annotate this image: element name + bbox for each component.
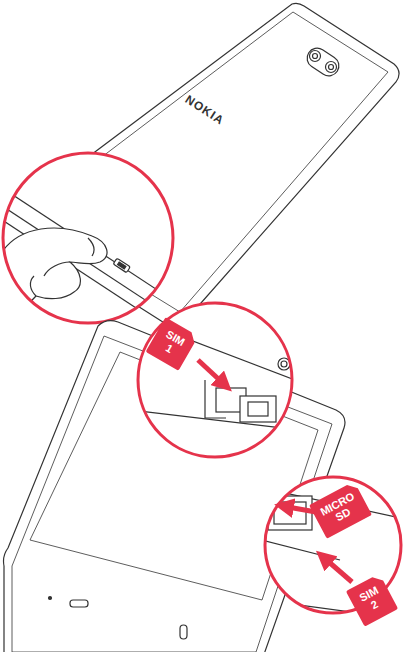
sim-card: SIM 1 <box>146 317 199 371</box>
insert-arrow <box>322 556 352 582</box>
card-fill <box>346 573 398 626</box>
sim-card: MICRO SD <box>309 481 372 538</box>
insert-arrow <box>198 360 226 386</box>
card-fill <box>309 481 372 538</box>
magnifier-ring <box>3 153 173 323</box>
magnifier-ring <box>138 303 292 457</box>
card-fill <box>146 317 199 371</box>
sim-card: SIM 2 <box>346 573 398 626</box>
brand-logo: NOKIA <box>183 92 227 128</box>
